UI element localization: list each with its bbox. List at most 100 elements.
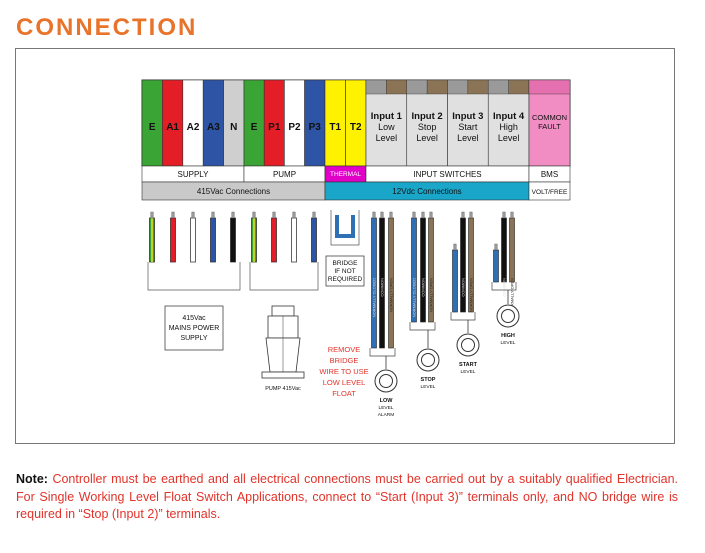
- input1-sheath: [369, 348, 396, 357]
- mains-line1: 415Vac: [182, 315, 206, 322]
- float-stop-level-label-1: LEVEL: [421, 384, 436, 390]
- pump-terminal-2-label: P2: [288, 122, 301, 133]
- thermal-terminal-0-label: T1: [329, 122, 341, 133]
- input3-nc-wire-tip: [453, 243, 457, 251]
- bridge-line3: REQUIRED: [328, 276, 363, 283]
- input3-no-wire-tip: [469, 211, 473, 219]
- thermal-bridge-sheath: [330, 210, 360, 246]
- input-screw-left-3: [488, 79, 509, 95]
- pump-cable-sheath: [249, 262, 319, 291]
- float-start-level-label-1: LEVEL: [461, 369, 476, 375]
- input-line2-2: Start: [458, 122, 478, 132]
- pump-terminal-0-label: E: [251, 122, 258, 133]
- mains-line3: SUPPLY: [180, 335, 207, 342]
- input4-no-wire: [509, 217, 515, 283]
- remove-note-line-2: WIRE TO USE: [319, 367, 368, 376]
- input2-nc-wire-text: NORMALLY CLOSED: [411, 278, 416, 317]
- bms-group-label: BMS: [541, 170, 558, 179]
- input-screw-right-3: [508, 79, 530, 95]
- input2-com-wire-tip: [421, 211, 425, 219]
- input1-no-wire-tip: [389, 211, 393, 219]
- v12-label: 12Vdc Connections: [392, 187, 461, 196]
- input4-no-wire-tip: [510, 211, 514, 219]
- input-line3-3: Level: [498, 133, 520, 143]
- input3-no-wire-text: NORMALLY OPEN: [468, 278, 473, 312]
- pump-wire-2-tip: [292, 211, 296, 219]
- supply-wire-4-tip: [231, 211, 235, 219]
- input4-com-wire-text: COMMON: [501, 278, 506, 297]
- remove-note-line-0: REMOVE: [328, 345, 361, 354]
- float-high-level-inner: [501, 309, 515, 323]
- float-high-level-label-0: HIGH: [501, 333, 515, 339]
- input2-no-wire-tip: [429, 211, 433, 219]
- supply-wire-2: [190, 217, 196, 263]
- input-line2-3: High: [499, 122, 518, 132]
- input2-sheath: [409, 322, 436, 331]
- pump-group-label: PUMP: [273, 170, 296, 179]
- pump-wire-1-tip: [272, 211, 276, 219]
- pump-wire-3: [311, 217, 317, 263]
- input-title-1: Input 2: [412, 111, 443, 122]
- input-screw-left-0: [365, 79, 387, 95]
- input-screw-right-0: [386, 79, 407, 95]
- input-screw-left-2: [447, 79, 469, 95]
- voltfree-band: [528, 181, 571, 201]
- pump-wire-3-tip: [312, 211, 316, 219]
- note-body: Controller must be earthed and all elect…: [16, 472, 678, 521]
- input1-com-wire-text: COMMON: [379, 278, 384, 297]
- input4-nc-wire: [493, 249, 499, 283]
- supply-wire-4: [230, 217, 236, 263]
- bridge-line1: BRIDGE: [333, 260, 359, 267]
- bridge-box: [325, 255, 365, 287]
- input2-com-wire: [420, 217, 426, 323]
- thermal-terminal-1-label: T2: [350, 122, 362, 133]
- input-line3-1: Level: [416, 133, 438, 143]
- input4-com-wire-tip: [502, 211, 506, 219]
- float-start-level-label-0: START: [459, 362, 478, 368]
- pump-wire-0-tip: [252, 211, 256, 219]
- input-line2-0: Low: [378, 122, 395, 132]
- input-terminal-0: [365, 79, 408, 167]
- thermal-group-label: THERMAL: [330, 171, 361, 178]
- supply-wire-2-tip: [191, 211, 195, 219]
- input2-com-wire-text: COMMON: [420, 278, 425, 297]
- input3-com-wire-tip: [461, 211, 465, 219]
- supply-terminal-4-label: N: [230, 122, 237, 133]
- float-low-level-alarm-label-1: LEVEL: [379, 405, 394, 411]
- remove-note-line-3: LOW LEVEL: [323, 378, 366, 387]
- bms-line1: COMMON: [532, 113, 567, 122]
- v415-label: 415Vac Connections: [197, 187, 270, 196]
- input4-nc-wire-tip: [494, 243, 498, 251]
- input-title-0: Input 1: [371, 111, 403, 122]
- remove-note-line-4: FLOAT: [332, 389, 356, 398]
- note-text: Note: Controller must be earthed and all…: [16, 471, 678, 524]
- input-title-3: Input 4: [493, 111, 525, 122]
- supply-wire-0-tip: [150, 211, 154, 219]
- float-stop-level-label-0: STOP: [421, 377, 436, 383]
- supply-terminal-0-label: E: [149, 122, 156, 133]
- input1-nc-wire-tip: [372, 211, 376, 219]
- input-line2-1: Stop: [418, 122, 437, 132]
- thermal-bridge-wire: [335, 215, 355, 238]
- supply-wire-1: [170, 217, 176, 263]
- input-terminal-3: [487, 79, 530, 167]
- supply-terminal-1-label: A1: [166, 122, 179, 133]
- supply-wire-1-tip: [171, 211, 175, 219]
- page-title: CONNECTION: [16, 14, 198, 41]
- input3-sheath: [450, 312, 476, 321]
- voltfree-label: VOLT/FREE: [532, 189, 568, 196]
- pump-label: PUMP 415Vac: [265, 386, 301, 392]
- input3-nc-wire: [452, 249, 458, 313]
- note-prefix: Note:: [16, 472, 48, 486]
- pump-base: [261, 371, 305, 379]
- input-screw-right-2: [467, 79, 489, 95]
- supply-cable-sheath: [147, 262, 241, 291]
- pump-wire-1: [271, 217, 277, 263]
- mains-power-box: [164, 305, 224, 351]
- float-start-level-inner: [461, 338, 475, 352]
- input1-com-wire-tip: [380, 211, 384, 219]
- diagram-frame: [15, 48, 675, 444]
- input3-com-wire-text: COMMON: [460, 278, 465, 297]
- input4-no-wire-text: NORMALLY OPEN: [509, 278, 514, 312]
